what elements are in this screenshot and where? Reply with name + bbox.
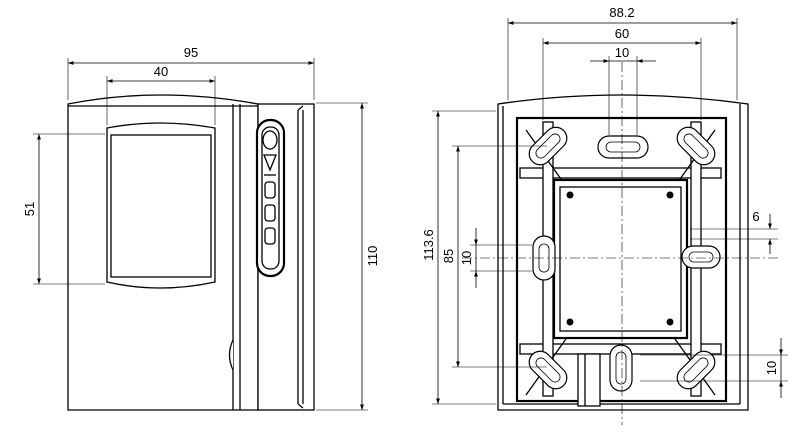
display-window [110,134,212,278]
back-side-slot-label: 10 [459,251,474,265]
back-vertical-spacing-label: 85 [441,249,456,263]
front-view: 95 40 51 110 [22,45,380,411]
back-overall-width-label: 88.2 [609,5,634,20]
cable-entry [577,353,601,407]
screw-hole [666,191,674,199]
back-view: 88.2 60 10 113.6 85 10 6 [421,5,788,425]
screw-hole [666,318,674,326]
back-bottom-slot-label: 10 [764,361,779,375]
front-width-label: 95 [184,45,198,60]
inner-panel [559,186,682,332]
mounting-slots [528,126,721,392]
front-height-label: 110 [365,246,380,267]
screw-hole [566,191,574,199]
back-top-slot-label: 10 [615,45,629,60]
front-display-height-label: 51 [22,202,37,216]
back-depth-label: 113.6 [421,229,436,261]
back-hole-spacing-label: 60 [615,26,629,41]
keypad [255,118,286,278]
back-right-slot-label: 6 [752,209,759,224]
screw-hole [566,318,574,326]
front-display-width-label: 40 [154,64,168,79]
